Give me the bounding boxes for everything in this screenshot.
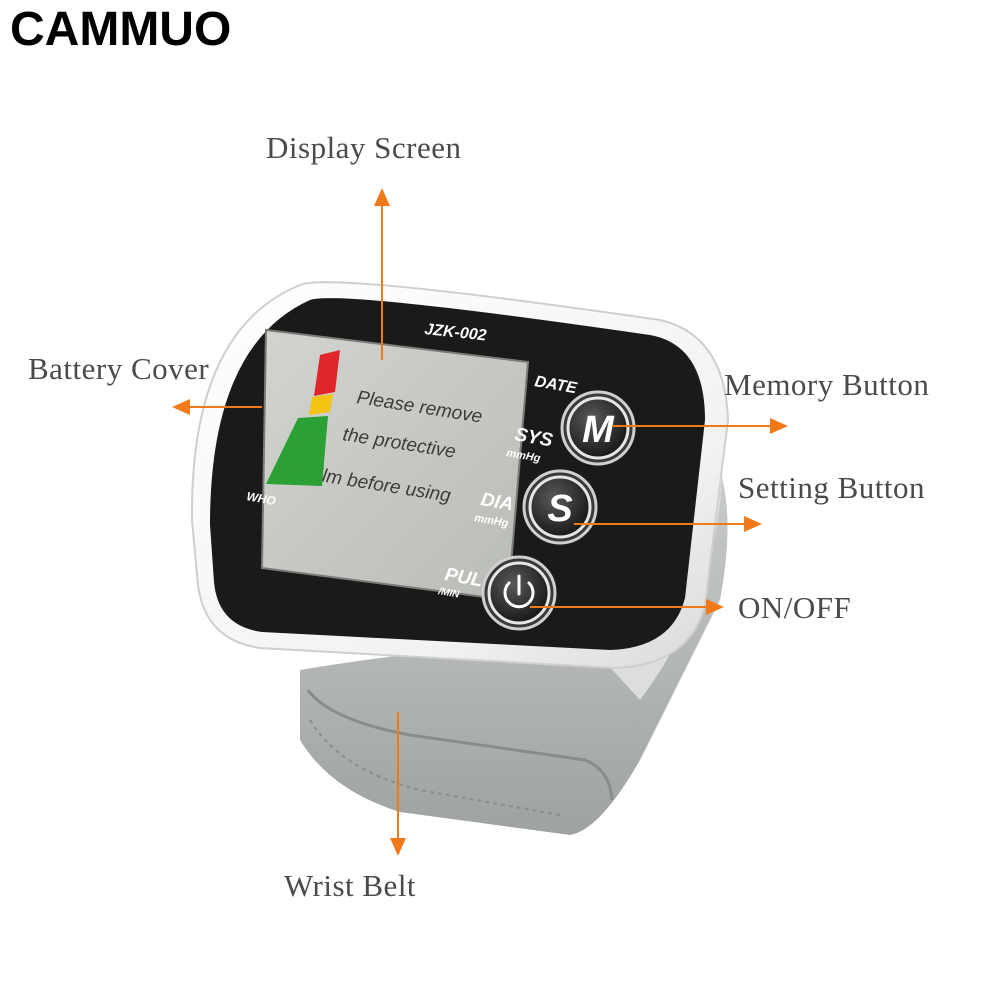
on-off-callout: ON/OFF <box>738 590 852 625</box>
who-label: WHO <box>245 489 277 508</box>
setting-button-callout: Setting Button <box>738 470 925 505</box>
setting-button-arrow-icon <box>574 516 762 532</box>
power-icon <box>503 574 535 609</box>
model-label: JZK-002 <box>424 321 488 344</box>
setting-button[interactable]: S <box>522 469 598 545</box>
who-red-segment <box>314 350 340 396</box>
who-yellow-segment <box>309 394 333 415</box>
memory-button-callout: Memory Button <box>724 367 930 402</box>
display-screen-arrow-icon <box>374 188 390 360</box>
display-screen-callout: Display Screen <box>266 130 462 165</box>
callout-arrows <box>172 188 788 856</box>
battery-cover-arrow-icon <box>172 399 262 415</box>
memory-button-letter: M <box>582 409 615 451</box>
pul-unit-label: /MIN <box>436 586 460 601</box>
battery-cover-callout: Battery Cover <box>28 351 210 386</box>
wrist-belt-arrow-icon <box>390 712 406 856</box>
who-indicator: WHO <box>245 350 340 508</box>
on-off-arrow-icon <box>530 599 724 615</box>
sys-unit-label: mmHg <box>505 447 541 465</box>
wrist-belt-callout: Wrist Belt <box>284 868 417 903</box>
lcd-screen: Please remove the protective film before… <box>260 328 530 602</box>
setting-button-letter: S <box>547 488 572 530</box>
who-green-segment <box>266 416 328 486</box>
memory-button-arrow-icon <box>612 418 788 434</box>
memory-button[interactable]: M <box>560 390 636 466</box>
power-button[interactable] <box>481 555 557 631</box>
dia-unit-label: mmHg <box>473 512 509 530</box>
brand-logo: CAMMUO <box>10 3 232 56</box>
